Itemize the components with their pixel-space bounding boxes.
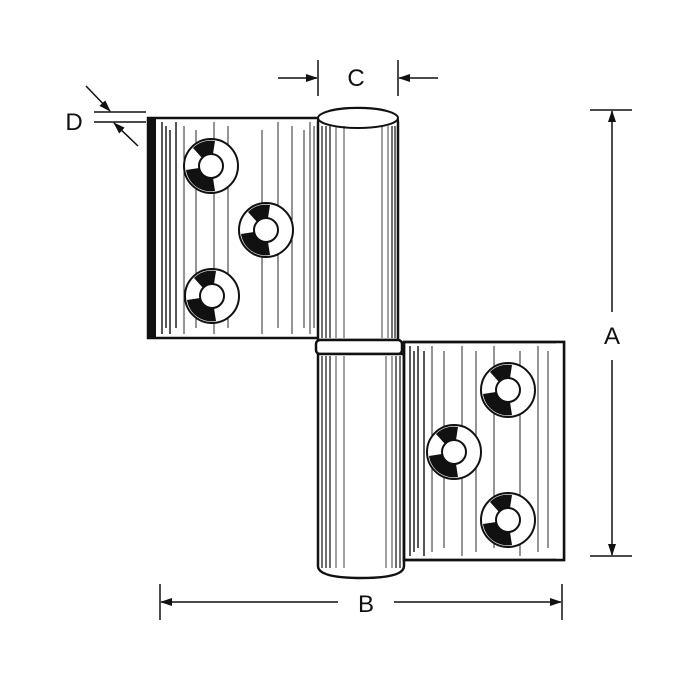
knuckle-joint bbox=[314, 338, 404, 356]
dimension-label-b: B bbox=[358, 591, 374, 618]
screw-hole bbox=[480, 492, 536, 548]
dimension-label-d: D bbox=[65, 109, 82, 136]
upper-knuckle bbox=[316, 106, 400, 342]
dimension-c bbox=[278, 60, 438, 96]
dimension-d bbox=[85, 85, 146, 147]
dimension-label-c: C bbox=[347, 65, 364, 92]
screw-hole bbox=[426, 424, 482, 480]
screw-hole bbox=[238, 202, 294, 258]
lower-knuckle bbox=[316, 352, 406, 580]
screw-holes bbox=[183, 138, 536, 548]
dimension-label-a: A bbox=[604, 323, 620, 350]
screw-hole bbox=[184, 268, 240, 324]
screw-hole bbox=[183, 138, 239, 194]
dimension-b bbox=[159, 584, 563, 620]
dimension-a bbox=[590, 109, 632, 557]
screw-hole bbox=[480, 362, 536, 418]
